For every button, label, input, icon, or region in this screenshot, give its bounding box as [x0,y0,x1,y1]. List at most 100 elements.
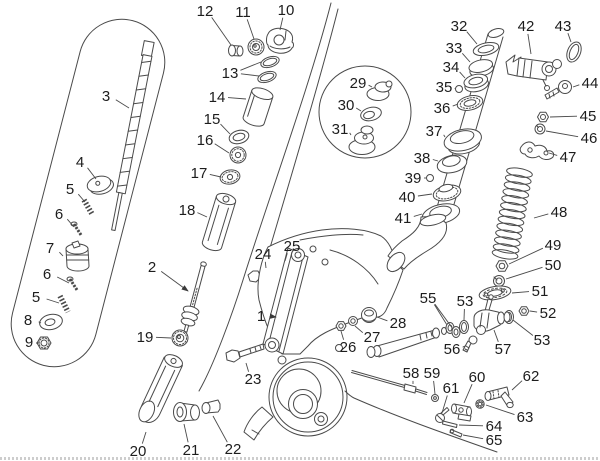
part-number-label: 41 [395,210,412,227]
part-number-label: 50 [545,257,562,274]
ball-35 [455,85,463,93]
shock-link-plate [262,247,309,355]
leader-line [211,17,232,46]
part-number-label: 55 [420,290,437,307]
leader-line [66,218,75,228]
leader-line [434,303,454,330]
part-number-label: 48 [551,204,568,221]
pin-64 [442,420,458,428]
leader-line [87,167,97,180]
damper-tube-18 [201,192,237,252]
link-rod-55 [366,322,461,358]
leader-line [433,380,436,395]
lock-ring-43 [566,41,582,63]
leader-line [115,99,130,109]
part-number-label: 47 [560,149,577,166]
adjuster-57 [473,294,511,335]
part-number-label: 30 [338,97,355,114]
wheel-hub [243,344,348,441]
part-number-label: 1 [257,308,265,325]
part-number-label: 21 [183,442,200,459]
leader-line [240,61,262,71]
part-number-label: 5 [32,289,40,306]
leader-line [463,384,473,404]
part-number-label: 61 [443,380,460,397]
leader-line [461,53,471,63]
leader-line [246,19,255,40]
ring-32 [472,41,500,57]
part-number-label: 63 [517,409,534,426]
leader-line [264,261,267,269]
leader-line [209,173,222,178]
part-number-label: 37 [426,123,443,140]
leader-line [508,247,544,265]
leader-line [545,130,579,138]
bearing-36 [456,95,484,111]
leader-line [433,304,448,326]
part-number-label: 10 [278,2,295,19]
part-number-label: 5 [66,181,74,198]
spring-5b [57,294,71,314]
part-number-label: 29 [350,75,367,92]
pin-65 [449,428,463,438]
leader-line [511,380,523,391]
leader-line [279,17,284,31]
bolt-56 [462,335,478,353]
leader-line [269,313,277,319]
part-number-label: 56 [444,341,461,358]
nut-12 [228,44,244,57]
leader-line [413,213,423,217]
cap-nut-10 [266,27,294,54]
bearing-cup-37 [443,128,482,155]
nut-49 [495,260,509,272]
leader-line [46,298,60,304]
ring-15 [228,129,250,145]
pin-6a [70,221,83,236]
leader-line [459,71,466,79]
part-number-label: 31 [332,121,349,138]
leader-line [349,132,352,136]
part-number-label: 58 [403,365,420,382]
key-44 [544,80,572,100]
part-number-label: 25 [284,238,301,255]
part-number-label: 33 [446,40,463,57]
leader-line [212,415,228,443]
bearing-cone-40 [432,183,462,202]
bolt-23 [225,343,265,363]
part-number-label: 7 [46,240,54,257]
part-number-label: 26 [340,339,357,356]
part-number-label: 27 [364,329,381,346]
part-number-label: 64 [486,418,503,435]
part-number-label: 6 [43,266,51,283]
part-number-label: 53 [534,332,551,349]
nut-26 [335,321,347,331]
part-number-label: 45 [580,108,597,125]
body-silhouette-lines [198,2,339,392]
part-number-label: 46 [581,130,598,147]
part-number-label: 59 [424,365,441,382]
leader-line [56,276,70,284]
part-number-label: 16 [197,132,214,149]
fork-stem-rod [111,40,155,232]
spacer-22 [201,399,221,414]
part-number-label: 57 [495,341,512,358]
leader-line [220,123,231,135]
leader-line [485,404,515,416]
leader-line [354,325,364,334]
cap-29 [366,80,393,101]
washer-27 [348,316,358,326]
leader-line [141,431,147,444]
part-number-label: 9 [25,334,33,351]
leader-line [160,271,189,292]
leader-line [533,213,549,219]
inset-detail-circle [318,65,412,159]
leader-line [493,329,499,342]
leader-line [284,253,288,262]
ring-nut-11 [247,38,265,56]
part-number-label: 36 [434,100,451,117]
part-number-label: 32 [451,18,468,35]
nut-45 [537,111,549,123]
